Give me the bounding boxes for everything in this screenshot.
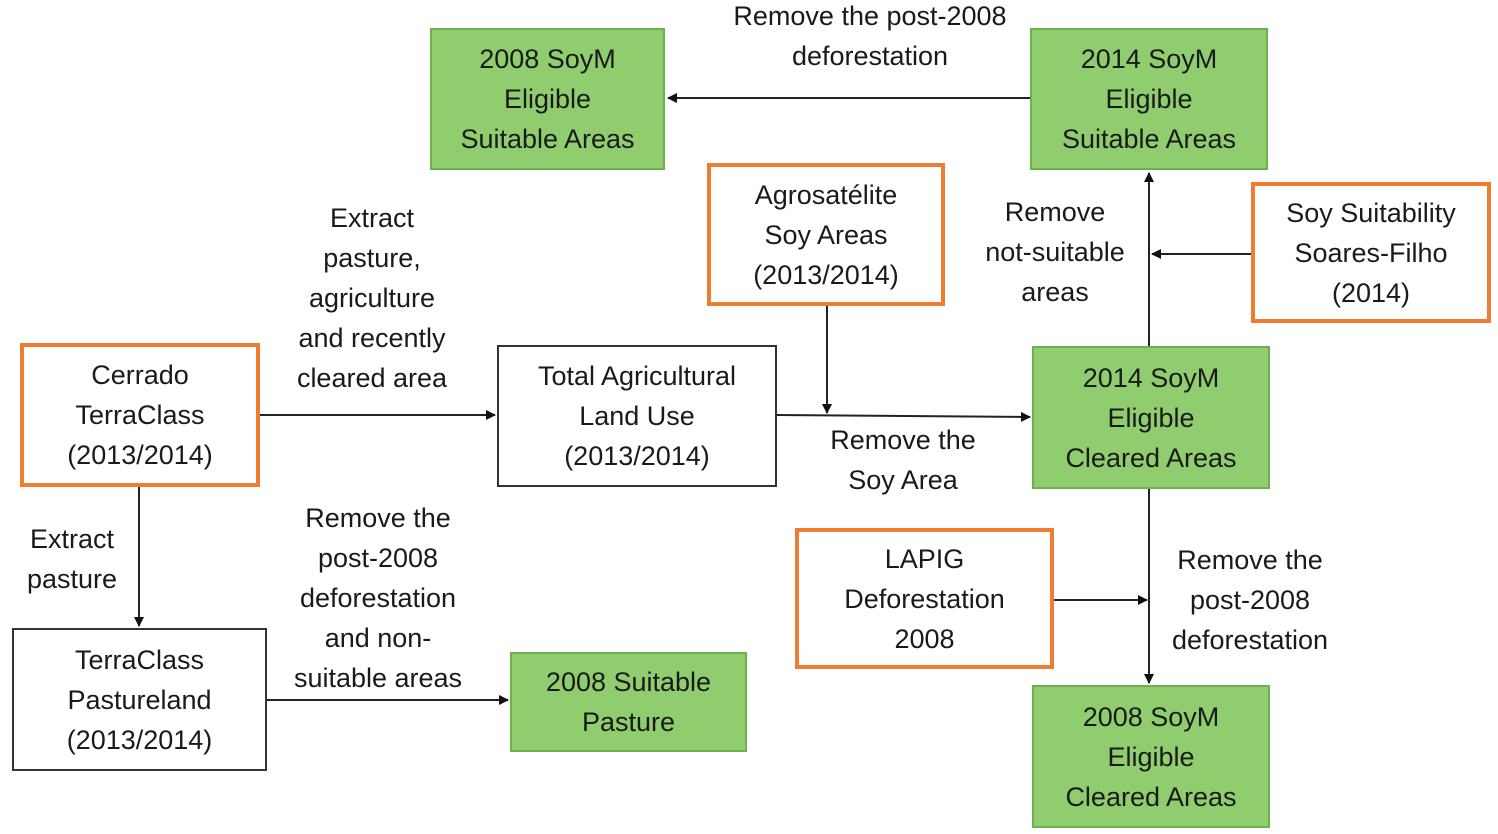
label-text: post-2008 xyxy=(317,543,439,573)
node-text: (2014) xyxy=(1331,277,1411,308)
label-text: deforestation xyxy=(299,583,457,613)
node-text: 2008 xyxy=(894,623,955,654)
label-text: Remove xyxy=(1004,197,1106,227)
label-remove-post2008-nonsuitable: Remove the post-2008 deforestation and non-… xyxy=(268,496,488,700)
label-remove-post2008-top: Remove the post-2008 deforestation xyxy=(690,0,1050,78)
node-text: Soares-Filho xyxy=(1294,237,1448,268)
label-text: agriculture xyxy=(308,283,436,313)
label-extract-agriculture: Extract pasture, agriculture and recently cl… xyxy=(262,196,482,400)
label-remove-post2008-right: Remove the post-2008 deforestation xyxy=(1150,538,1350,662)
label-text: and recently xyxy=(298,323,446,353)
label-text: deforestation xyxy=(1171,625,1329,655)
node-text: 2008 SoyM xyxy=(479,44,616,74)
node-text: Cleared Areas xyxy=(1065,442,1237,473)
label-text: pasture, xyxy=(323,243,421,273)
node-lapig: LAPIG Deforestation 2008 xyxy=(795,528,1054,669)
node-text: Suitable Areas xyxy=(460,124,635,154)
node-text: (2013/2014) xyxy=(564,441,710,471)
node-text: (2013/2014) xyxy=(67,440,213,470)
node-text: Land Use xyxy=(579,401,695,431)
label-text: Soy Area xyxy=(848,465,958,495)
label-text: not-suitable xyxy=(985,237,1125,267)
label-text: Remove the xyxy=(1177,545,1323,575)
node-text: Soy Suitability xyxy=(1286,197,1456,228)
node-text: TerraClass xyxy=(75,400,205,430)
node-text: 2008 Suitable xyxy=(545,667,712,697)
node-text: LAPIG xyxy=(884,543,965,574)
label-text: Extract xyxy=(29,524,115,554)
node-text: (2013/2014) xyxy=(753,259,899,290)
node-text: 2014 SoyM xyxy=(1082,362,1220,393)
node-text: Pasture xyxy=(581,707,676,737)
label-text: deforestation xyxy=(791,41,949,71)
node-text: TerraClass xyxy=(74,644,205,675)
node-text: 2008 SoyM xyxy=(1082,701,1220,732)
node-text: Soy Areas xyxy=(764,219,888,250)
label-remove-not-suitable: Remove not-suitable areas xyxy=(960,190,1150,314)
node-text: Agrosatélite xyxy=(754,179,898,210)
label-text: pasture xyxy=(26,564,118,594)
node-text: Cerrado xyxy=(91,360,189,390)
label-text: and non- xyxy=(324,623,432,653)
label-text: Extract xyxy=(329,203,415,233)
node-text: Eligible xyxy=(1105,84,1193,114)
node-text: Deforestation xyxy=(844,583,1005,614)
node-text: (2013/2014) xyxy=(66,724,213,755)
label-extract-pasture: Extract pasture xyxy=(2,517,142,601)
node-text: 2014 SoyM xyxy=(1080,44,1218,74)
node-text: Cleared Areas xyxy=(1065,781,1237,812)
arrow-total-to-2014clear xyxy=(776,411,1031,422)
label-text: areas xyxy=(1021,277,1089,307)
node-text: Eligible xyxy=(503,84,592,114)
label-text: cleared area xyxy=(296,363,448,393)
label-text: Remove the xyxy=(305,503,451,533)
node-text: Eligible xyxy=(1107,402,1195,433)
label-text: Remove the post-2008 xyxy=(733,1,1007,31)
label-text: post-2008 xyxy=(1189,585,1311,615)
node-text: Eligible xyxy=(1107,741,1195,772)
node-text: Suitable Areas xyxy=(1061,124,1237,154)
label-text: Remove the xyxy=(830,425,976,455)
label-text: suitable areas xyxy=(293,663,463,693)
node-text: Pastureland xyxy=(67,684,212,715)
node-text: Total Agricultural xyxy=(537,361,737,391)
